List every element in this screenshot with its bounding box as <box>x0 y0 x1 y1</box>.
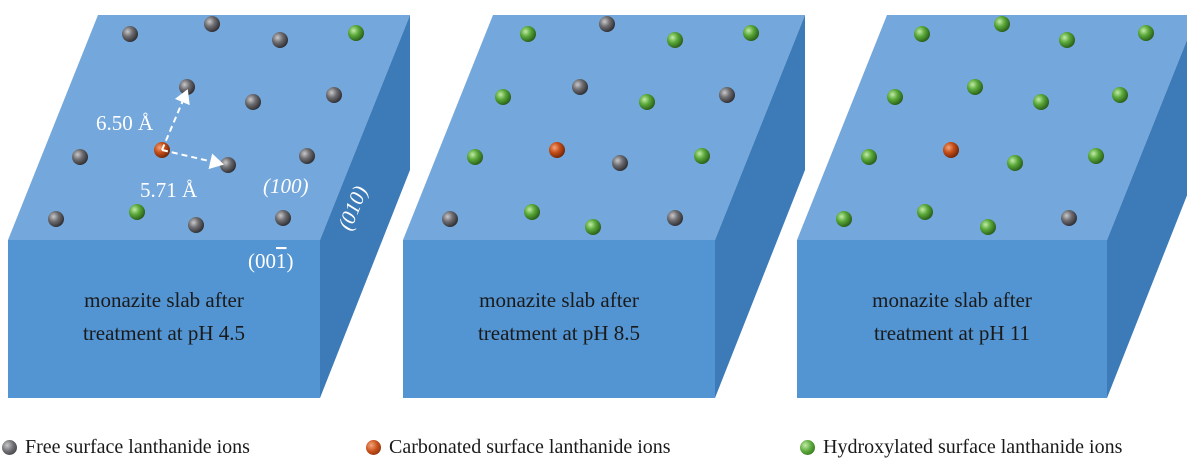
hydroxylated-ion <box>694 148 710 164</box>
free-ion <box>599 16 615 32</box>
hydroxylated-ion <box>1059 32 1075 48</box>
hydroxylated-ion <box>836 211 852 227</box>
slab-label-line1: monazite slab after <box>84 288 244 312</box>
free-ion <box>612 155 628 171</box>
hydroxylated-ion <box>1033 94 1049 110</box>
slab-side-face <box>320 15 410 398</box>
slab-label-line2: treatment at pH 4.5 <box>83 321 245 345</box>
slab-front-face <box>8 240 320 398</box>
slab-side-face <box>1107 40 1187 398</box>
carbonated-ion <box>943 142 959 158</box>
hydroxylated-ion <box>1112 87 1128 103</box>
free-ion <box>442 211 458 227</box>
legend-item-carbonated: Carbonated surface lanthanide ions <box>366 436 671 459</box>
slab-top-face <box>797 15 1187 240</box>
hydroxylated-ion <box>743 25 759 41</box>
slab-side-face <box>715 15 805 398</box>
distance-arrow-a <box>161 89 190 151</box>
hydroxylated-ion <box>914 26 930 42</box>
free-ion <box>272 32 288 48</box>
hydroxylated-ion <box>1138 25 1154 41</box>
hydroxylated-ion <box>467 149 483 165</box>
free-ion <box>719 87 735 103</box>
hydroxylated-ion <box>667 32 683 48</box>
hydroxylated-ion <box>980 219 996 235</box>
legend-label-free: Free surface lanthanide ions <box>25 436 250 458</box>
slab-front-face <box>797 240 1107 398</box>
hydroxylated-ion <box>887 89 903 105</box>
free-ion <box>299 148 315 164</box>
legend-item-free: Free surface lanthanide ions <box>2 436 250 459</box>
hydroxylated-ion <box>129 204 145 220</box>
hydroxylated-ion <box>639 94 655 110</box>
free-ion <box>72 149 88 165</box>
free-ion-icon <box>2 440 17 455</box>
slab-ph85: monazite slab after treatment at pH 8.5 <box>403 15 805 398</box>
free-ion <box>572 79 588 95</box>
legend-label-hydroxylated: Hydroxylated surface lanthanide ions <box>823 436 1123 458</box>
slab-label-line2: treatment at pH 11 <box>874 321 1030 345</box>
hydroxylated-ion <box>348 25 364 41</box>
hydroxylated-ion <box>524 204 540 220</box>
legend: Free surface lanthanide ions Carbonated … <box>0 436 1187 462</box>
hydroxylated-ion <box>917 204 933 220</box>
hydroxylated-ion <box>495 89 511 105</box>
hydroxylated-ion <box>967 79 983 95</box>
free-ion <box>1061 210 1077 226</box>
face-label-001: (001) <box>248 249 294 273</box>
hydroxylated-ion <box>861 149 877 165</box>
slab-top-face <box>403 15 805 240</box>
free-ion <box>220 157 236 173</box>
free-ion <box>204 16 220 32</box>
carbonated-ion-icon <box>366 440 381 455</box>
distance-label-b: 5.71 Å <box>140 178 198 202</box>
carbonated-ion <box>549 142 565 158</box>
slab-top-face <box>8 15 410 240</box>
slab-ph11: monazite slab after treatment at pH 11 <box>797 15 1187 398</box>
legend-item-hydroxylated: Hydroxylated surface lanthanide ions <box>800 436 1122 459</box>
free-ion <box>188 217 204 233</box>
legend-label-carbonated: Carbonated surface lanthanide ions <box>389 436 671 458</box>
hydroxylated-ion <box>585 219 601 235</box>
free-ion <box>275 210 291 226</box>
free-ion <box>667 210 683 226</box>
distance-label-a: 6.50 Å <box>96 111 154 135</box>
free-ion <box>122 26 138 42</box>
hydroxylated-ion <box>520 26 536 42</box>
slab-label-line1: monazite slab after <box>872 288 1032 312</box>
slab-label-line1: monazite slab after <box>479 288 639 312</box>
slab-label-line2: treatment at pH 8.5 <box>478 321 640 345</box>
hydroxylated-ion-icon <box>800 440 815 455</box>
free-ion <box>48 211 64 227</box>
slab-front-face <box>403 240 715 398</box>
face-label-100: (100) <box>263 174 309 198</box>
hydroxylated-ion <box>1007 155 1023 171</box>
hydroxylated-ion <box>1088 148 1104 164</box>
distance-arrow-b <box>161 149 224 170</box>
free-ion <box>326 87 342 103</box>
hydroxylated-ion <box>994 16 1010 32</box>
free-ion <box>245 94 261 110</box>
slab-ph45: monazite slab after treatment at pH 4.5 <box>8 15 410 398</box>
